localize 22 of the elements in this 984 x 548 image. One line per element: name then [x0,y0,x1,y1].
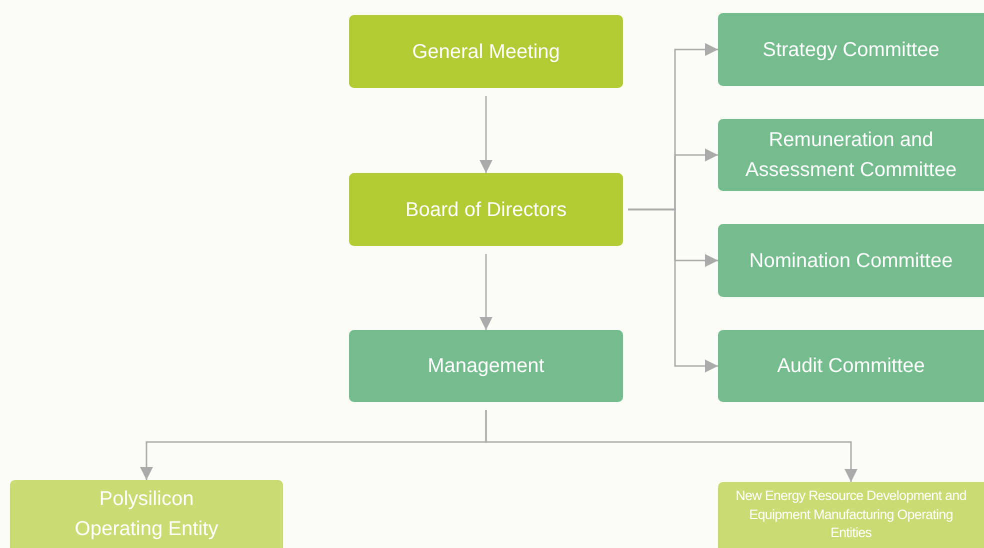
org-box [718,224,984,297]
box-label: Remuneration and Assessment Committee [744,128,958,183]
box-label: Management [428,354,544,379]
org-box [718,13,984,86]
box-label: Nomination Committee [749,248,953,274]
box-label: Board of Directors [405,198,567,222]
org-box [718,119,984,191]
connector-arrow [480,254,492,330]
box-label: Strategy Committee [762,38,940,62]
connector-arrow [485,410,858,482]
box-label: Audit Committee [777,354,925,379]
box-label: Polysilicon Operating Entity [74,487,220,542]
org-box [349,15,623,88]
connector-arrow [480,96,492,173]
org-box [718,330,984,402]
box-label: New Energy Resource Development and Equipment Manufacturing Operating Entities [734,486,968,542]
connector-arrow [628,208,718,372]
box-label: General Meeting [412,40,560,64]
org-box [349,173,623,246]
org-box [349,330,623,402]
org-box [10,480,283,548]
org-box [718,482,984,548]
